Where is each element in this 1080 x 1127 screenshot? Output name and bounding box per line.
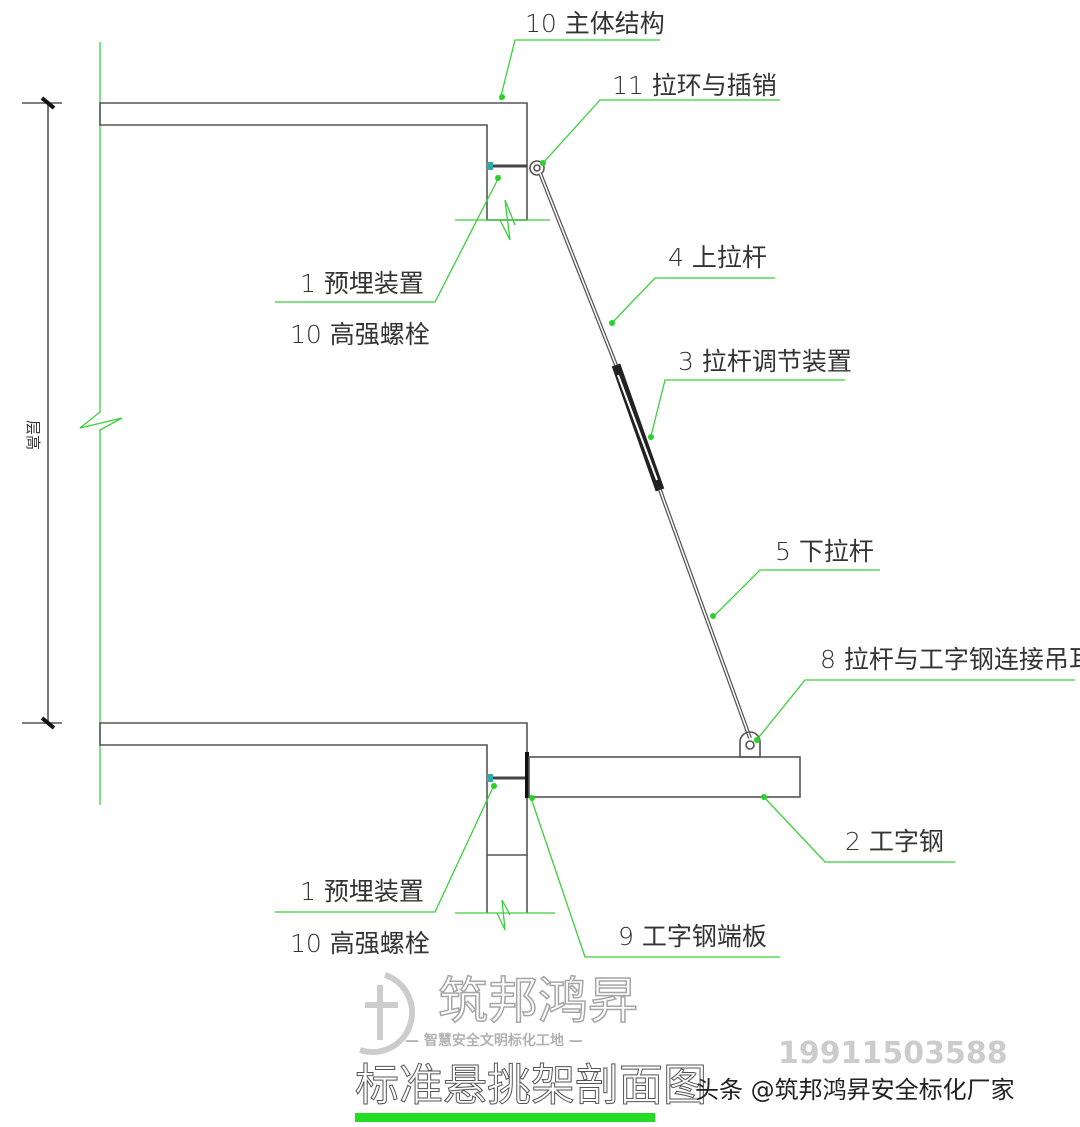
label-embed-bottom: 1 预埋装置 bbox=[300, 877, 424, 906]
pull-ring bbox=[529, 160, 545, 176]
dimension-label: 层高 bbox=[24, 420, 42, 450]
bottom-slab bbox=[99, 722, 801, 931]
label-bolt-top: 10 高强螺栓 bbox=[290, 320, 430, 349]
drawing-title: 标准悬挑架剖面图 bbox=[355, 1060, 707, 1111]
storey-height-dimension: 层高 bbox=[22, 96, 62, 730]
i-beam bbox=[528, 756, 801, 798]
label-embed-top: 1 预埋装置 bbox=[300, 269, 424, 298]
label-main-structure: 10 主体结构 bbox=[525, 9, 665, 38]
label-lower-rod: 5 下拉杆 bbox=[775, 537, 874, 566]
label-bolt-bottom: 10 高强螺栓 bbox=[290, 929, 430, 958]
brand-name: 筑邦鸿昇 bbox=[438, 972, 638, 1030]
lifting-lug bbox=[739, 731, 761, 758]
title-underline bbox=[355, 1113, 655, 1122]
label-i-beam: 2 工字钢 bbox=[845, 827, 944, 856]
leaders bbox=[275, 39, 1075, 958]
brand-logo-icon bbox=[359, 972, 415, 1055]
label-adjuster: 3 拉杆调节装置 bbox=[678, 347, 852, 376]
label-lug: 8 拉杆与工字钢连接吊耳 bbox=[820, 645, 1080, 674]
wall-axis-line bbox=[79, 42, 123, 805]
brand-watermark: 筑邦鸿昇 — 智慧安全文明标化工地 — bbox=[359, 971, 639, 1055]
top-slab bbox=[99, 102, 550, 241]
label-end-plate: 9 工字钢端板 bbox=[618, 922, 767, 951]
phone-watermark: 19911503588 bbox=[778, 1036, 1008, 1071]
label-upper-rod: 4 上拉杆 bbox=[668, 243, 767, 272]
credit-watermark: 头条 @筑邦鸿昇安全标化厂家 bbox=[695, 1076, 1015, 1104]
tie-rod bbox=[538, 172, 752, 739]
label-ring-pin: 11 拉环与插销 bbox=[612, 71, 777, 100]
brand-slogan: — 智慧安全文明标化工地 — bbox=[405, 1032, 583, 1049]
